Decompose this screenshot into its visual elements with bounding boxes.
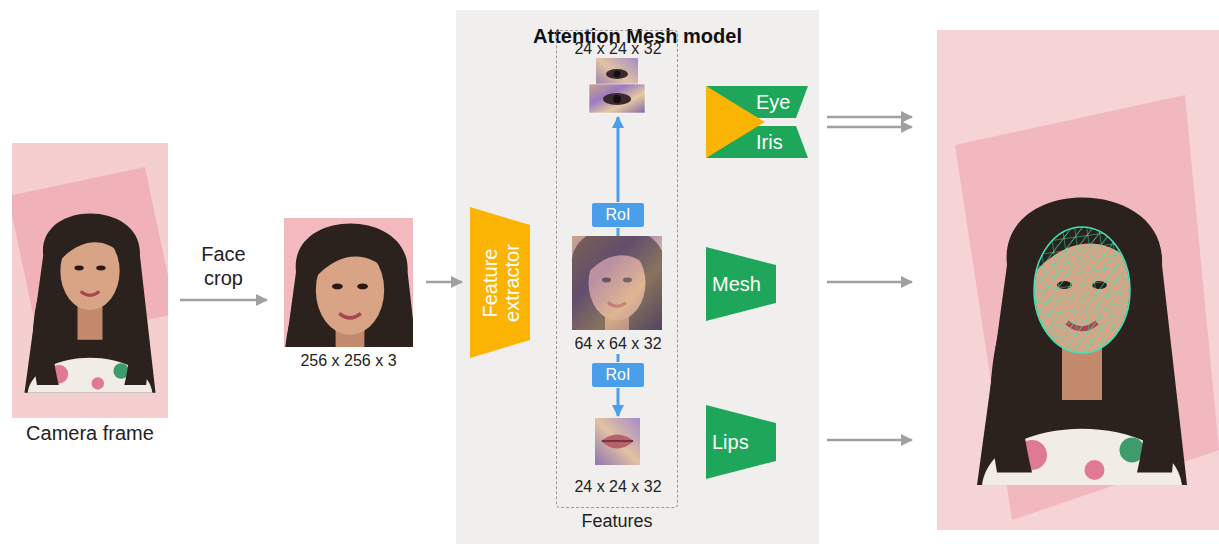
features-group: Features24 x 24 x 32RoI64 x 64 x 32RoI24… <box>556 30 678 508</box>
head-label: Mesh <box>712 272 761 296</box>
face-feature-map: 64 x 64 x 32 <box>563 237 673 353</box>
face-crop-image: 256 x 256 x 3 <box>279 218 418 370</box>
connector <box>617 388 620 416</box>
image-caption: Camera frame <box>26 421 154 445</box>
head-label: Lips <box>712 430 749 454</box>
group-caption: Features <box>557 511 677 533</box>
mesh-head: Mesh <box>706 247 776 321</box>
model-panel-ground <box>456 10 819 544</box>
head-label: Eye <box>756 90 790 114</box>
feature-thumbnails <box>554 58 680 465</box>
roi-box: RoI <box>592 203 644 227</box>
edge-label: Face crop <box>184 242 264 290</box>
camera-frame-image: Camera frame <box>12 143 168 445</box>
face-crop-photo <box>284 218 413 347</box>
model-panel: Attention Mesh modelFeature extractorFea… <box>456 10 819 544</box>
block-label: Feature extractor <box>478 217 522 348</box>
lips-feature-map: 24 x 24 x 32 <box>563 419 673 496</box>
connector <box>426 281 462 284</box>
feature-extractor: Feature extractor <box>470 207 530 358</box>
connector <box>617 228 620 236</box>
eye-iris-head: EyeIris <box>706 86 808 158</box>
output-photo <box>937 30 1219 530</box>
head-label: Iris <box>756 130 783 154</box>
lips-head: Lips <box>706 405 776 479</box>
connector <box>180 299 267 302</box>
connector <box>617 354 620 362</box>
trapezoid <box>706 247 776 321</box>
trapezoid <box>706 405 776 479</box>
image-caption: 256 x 256 x 3 <box>300 351 396 370</box>
output-arrows <box>827 117 912 440</box>
face-mesh <box>1034 227 1130 353</box>
image-caption: 24 x 24 x 32 <box>574 477 661 496</box>
edge-label-holder: Face crop <box>184 242 264 290</box>
image-caption: 24 x 24 x 32 <box>574 39 661 58</box>
trapezoid <box>470 207 530 358</box>
eye-feature-map: 24 x 24 x 32 <box>563 39 673 114</box>
camera-frame-photo <box>12 143 168 418</box>
roi-label: RoI <box>606 205 631 224</box>
image-caption: 64 x 64 x 32 <box>574 334 661 353</box>
connector <box>617 117 620 202</box>
roi-box: RoI <box>592 363 644 387</box>
roi-label: RoI <box>606 365 631 384</box>
